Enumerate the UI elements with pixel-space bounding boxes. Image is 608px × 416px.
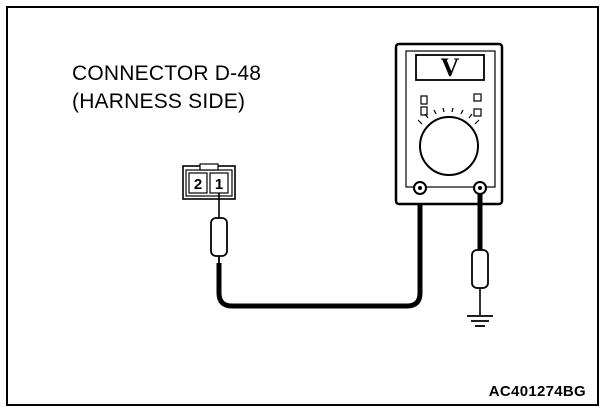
test-probe [210, 193, 228, 264]
connector-label-line1: CONNECTOR D-48 [72, 62, 262, 85]
test-lead-positive [216, 190, 423, 309]
selector-dial-icon [417, 107, 480, 176]
pin-label-2: 2 [194, 176, 202, 193]
connector-pin-2 [188, 172, 208, 194]
connector-title: CONNECTOR D-48 (HARNESS SIDE) [72, 60, 261, 116]
voltmeter: V [394, 42, 504, 206]
connector-d48: 2 1 [182, 163, 236, 200]
meter-display-text: V [441, 53, 460, 82]
pin-label-1: 1 [215, 176, 223, 193]
meter-display [415, 54, 485, 81]
test-lead-ground [471, 194, 489, 315]
figure-code: AC401274BG [488, 383, 586, 400]
connector-label-line2: (HARNESS SIDE) [72, 90, 246, 113]
ground-icon [467, 315, 493, 327]
